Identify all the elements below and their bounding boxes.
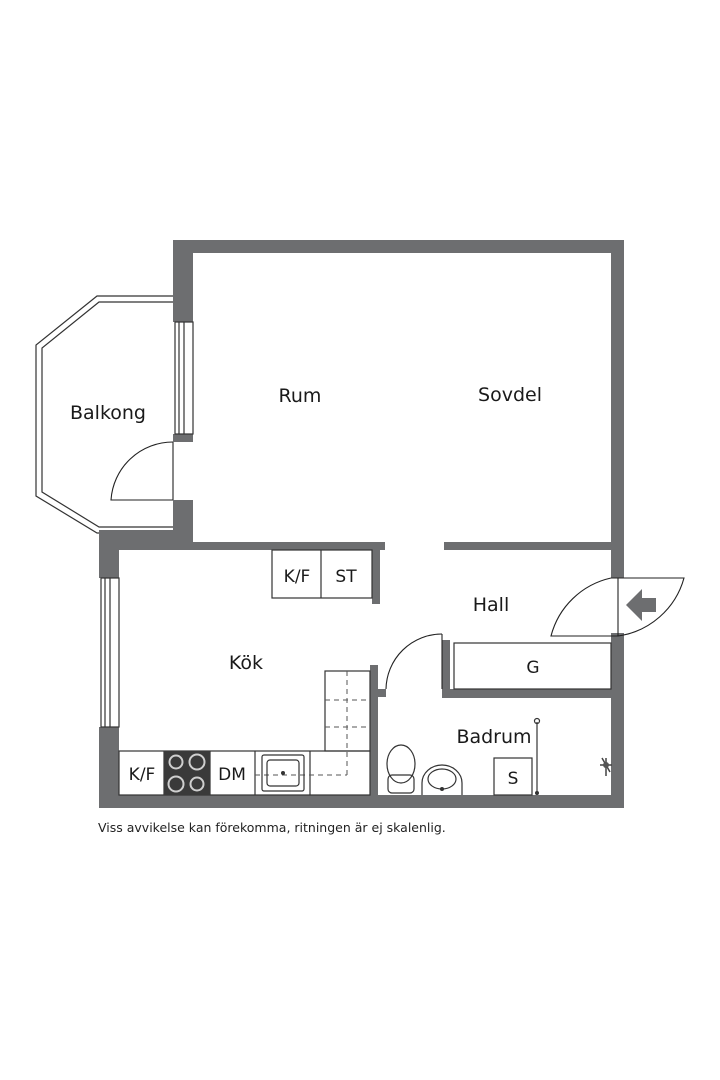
window-rum [174,321,194,435]
kitchen-tall-cabinet [324,670,371,775]
st-label: ST [335,567,357,587]
entrance-door [550,577,685,637]
g-label: G [526,658,539,678]
room-label-rum: Rum [279,385,322,407]
window-kok [100,577,120,728]
walls [99,240,624,808]
shower-icon [533,717,541,795]
kf-bottom-label: K/F [129,765,156,785]
s-cabinet [493,757,533,796]
s-label: S [508,769,519,789]
kf-st-cabinet [271,549,373,599]
sink-icon [261,754,305,792]
room-label-sovdel: Sovdel [478,384,542,406]
bathroom-door [385,633,443,690]
washbasin-icon [421,764,463,795]
stove-icon [164,751,210,795]
room-label-kok: Kök [229,652,263,674]
entrance-arrow-icon [626,589,656,621]
room-label-hall: Hall [473,594,510,616]
room-label-badrum: Badrum [456,726,531,748]
balcony-door [110,441,174,501]
toilet-icon [386,744,416,794]
disclaimer-text: Viss avvikelse kan förekomma, ritningen … [98,820,446,835]
room-label-balkong: Balkong [70,402,146,424]
wardrobe [453,642,612,690]
kf-top-label: K/F [284,567,311,587]
drain-icon [600,757,612,776]
dm-label: DM [218,765,246,785]
